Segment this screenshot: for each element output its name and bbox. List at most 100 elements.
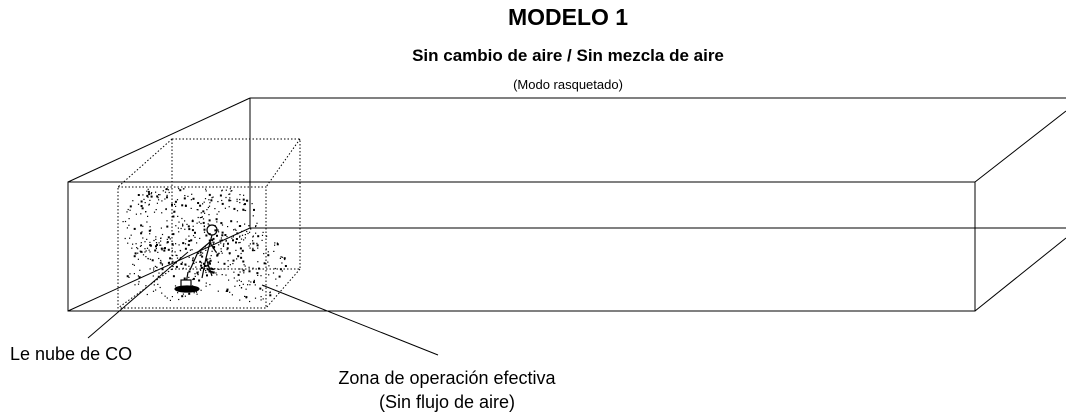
co-particle (160, 240, 162, 242)
co-particle (244, 203, 246, 206)
co-particle (241, 249, 244, 252)
co-particle (129, 237, 131, 239)
co-particle (193, 292, 195, 294)
co-particle (248, 266, 250, 268)
co-particle (205, 271, 207, 274)
co-particle (262, 231, 264, 233)
co-particle (166, 194, 168, 196)
co-particle (145, 250, 147, 252)
co-particle (256, 222, 258, 224)
co-particle (235, 229, 237, 231)
co-particle (172, 244, 174, 246)
co-particle (137, 203, 140, 205)
co-particle (242, 269, 245, 272)
co-particle (184, 204, 187, 207)
co-particle (146, 190, 148, 192)
room-depth-edges (67, 97, 1066, 312)
co-particle (236, 221, 238, 223)
co-particle (248, 225, 250, 227)
co-particle (249, 243, 251, 245)
co-particle (245, 288, 247, 290)
co-particle (217, 229, 219, 231)
co-particle (210, 270, 213, 273)
co-particle (217, 261, 219, 263)
co-particle (221, 202, 224, 205)
co-particle (219, 239, 221, 241)
co-particle (184, 228, 186, 230)
co-particle (244, 234, 246, 236)
co-particle (132, 243, 134, 245)
co-particle (137, 283, 140, 285)
co-particle (193, 262, 195, 265)
co-particle (232, 259, 235, 262)
co-particle (199, 260, 202, 263)
co-particle (233, 207, 236, 210)
co-particle (255, 232, 257, 234)
co-particle (227, 242, 229, 245)
co-particle (134, 284, 136, 286)
co-particle (221, 231, 224, 234)
diagram-note: (Modo rasquetado) (513, 77, 623, 92)
co-particle (176, 257, 179, 259)
co-particle (216, 254, 219, 257)
co-particle (188, 276, 190, 278)
co-particle (209, 259, 212, 262)
co-particle (244, 223, 246, 225)
co-particle (250, 281, 252, 283)
co-particle (239, 247, 242, 250)
co-particle (129, 209, 131, 211)
co-particle (126, 275, 129, 278)
co-particle (191, 193, 193, 195)
co-particle (147, 257, 149, 260)
co-particle (240, 252, 242, 255)
co-particle (194, 236, 196, 238)
zone-label-line2: (Sin flujo de aire) (378, 392, 516, 412)
co-particle (196, 209, 198, 211)
co-particle (197, 202, 200, 204)
co-particle (178, 188, 180, 190)
co-particle (243, 209, 245, 211)
co-particle (217, 290, 219, 292)
co-particle (171, 243, 174, 246)
co-particle (207, 223, 209, 225)
co-particle (190, 199, 192, 201)
co-particle (206, 268, 209, 271)
co-particle (171, 268, 173, 270)
co-particle (247, 284, 249, 286)
co-particle (155, 236, 157, 238)
co-particle (226, 247, 229, 250)
co-particle (201, 262, 203, 264)
co-particle (222, 244, 225, 246)
co-particle (241, 230, 243, 232)
co-particle (212, 271, 215, 274)
co-particle (196, 293, 198, 295)
co-particle (195, 291, 198, 293)
co-particle (128, 276, 130, 278)
co-particle (140, 224, 143, 227)
co-particle (185, 204, 187, 206)
co-particle (209, 262, 211, 265)
co-particle (146, 247, 149, 249)
co-particle (226, 290, 229, 292)
co-particle (251, 249, 254, 252)
co-particle (221, 274, 223, 276)
co-particle (166, 196, 168, 199)
co-particle (166, 225, 169, 228)
co-particle (152, 275, 154, 277)
co-particle (200, 222, 202, 225)
co-particle (252, 240, 254, 242)
co-particle (209, 202, 211, 204)
co-particle (258, 267, 260, 270)
co-particle (223, 243, 225, 245)
co-particle (284, 258, 286, 261)
co-particle (179, 189, 182, 192)
co-particle (226, 236, 228, 238)
co-particle (205, 249, 207, 251)
co-particle (197, 252, 200, 254)
co-particle (242, 198, 245, 201)
co-particle (210, 199, 212, 201)
co-particle (240, 256, 243, 259)
co-particle (134, 252, 137, 255)
co-particle (208, 205, 211, 207)
co-particle (177, 292, 179, 294)
